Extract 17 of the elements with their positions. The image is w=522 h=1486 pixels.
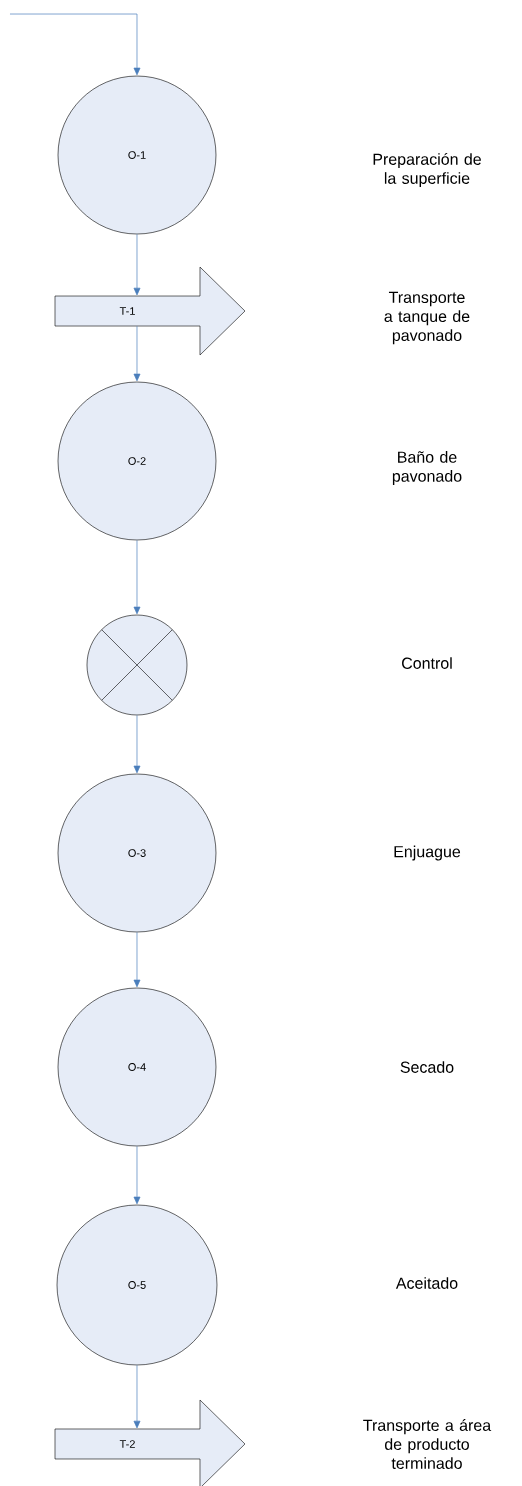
arrow <box>9 13 141 76</box>
inspection-circle <box>86 614 188 716</box>
arrow <box>133 714 141 774</box>
arrow <box>133 233 141 296</box>
arrow <box>133 1145 141 1205</box>
step-description: Enjuague <box>394 845 461 861</box>
step-description: Baño de pavonado <box>392 451 462 485</box>
step-description: Control <box>402 657 452 669</box>
step-description: Aceitado <box>395 1277 458 1289</box>
arrow <box>133 931 141 988</box>
arrow <box>133 1364 141 1429</box>
step-description: Transporte a tanque de pavonado <box>384 291 470 345</box>
step-description: Transporte a área de producto terminado <box>363 1419 492 1469</box>
step-description: Preparación de la superficie <box>373 152 481 188</box>
arrow <box>133 325 141 382</box>
arrow <box>133 539 141 615</box>
step-description: Secado <box>400 1061 454 1073</box>
